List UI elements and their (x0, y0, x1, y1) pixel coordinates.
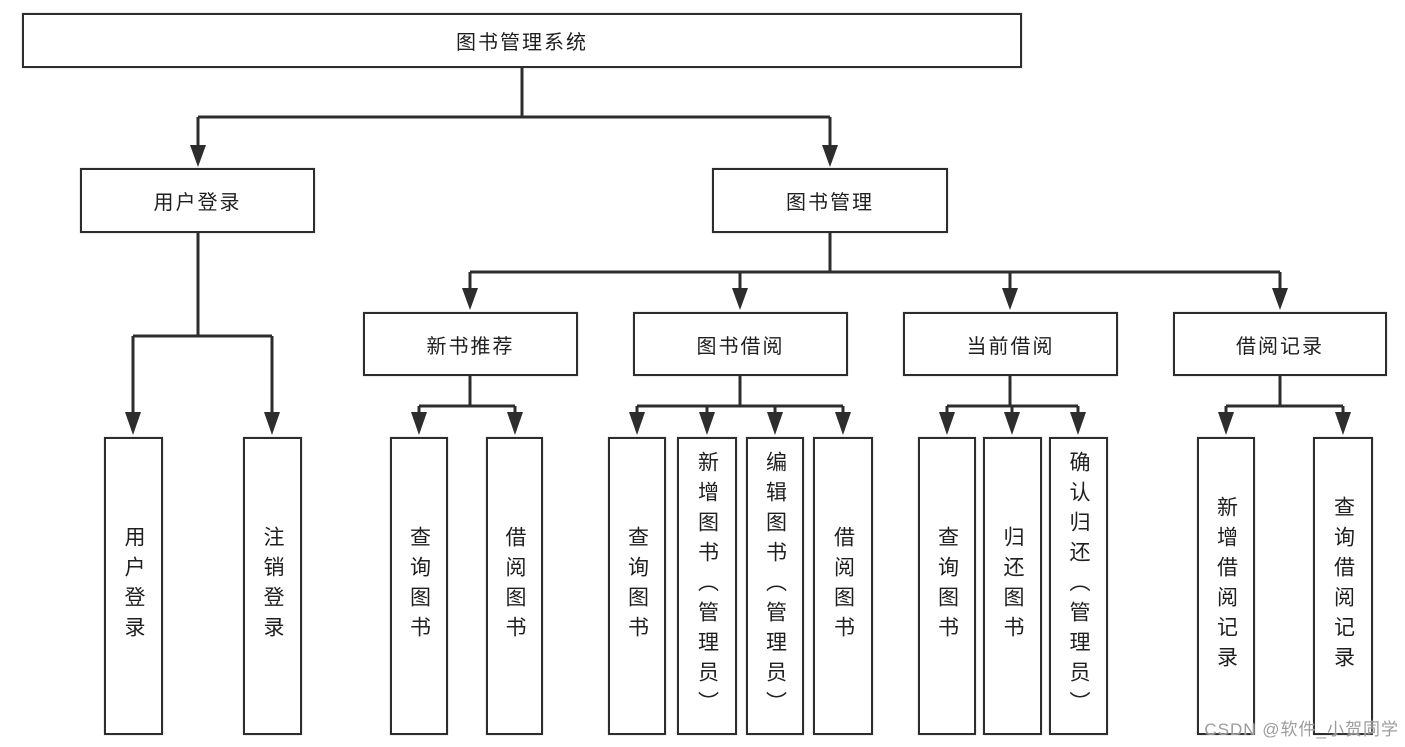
node-leaf-borrow-books: 借阅图书 (813, 437, 873, 735)
node-label: 新增图书（管理员） (695, 451, 719, 721)
node-label: 图书管理系统 (456, 32, 588, 54)
node-leaf-query-books-borrowing: 查询图书 (608, 437, 666, 735)
node-leaf-add-borrow-record: 新增借阅记录 (1197, 437, 1255, 735)
node-leaf-add-book-admin: 新增图书（管理员） (677, 437, 737, 735)
node-label: 注销登录 (261, 526, 284, 646)
node-user-login: 用户登录 (80, 168, 315, 233)
node-label: 图书管理 (786, 192, 874, 214)
node-label: 编辑图书（管理员） (763, 451, 787, 721)
node-leaf-query-borrow-record: 查询借阅记录 (1313, 437, 1373, 735)
node-leaf-borrow-books-recommend: 借阅图书 (486, 437, 543, 735)
node-leaf-return-books: 归还图书 (983, 437, 1042, 735)
node-label: 确认归还（管理员） (1067, 451, 1090, 721)
node-label: 查询图书 (625, 526, 649, 646)
node-label: 查询借阅记录 (1331, 496, 1355, 676)
node-borrowing-records: 借阅记录 (1173, 312, 1387, 376)
node-label: 用户登录 (122, 526, 145, 646)
node-label: 新书推荐 (426, 335, 515, 358)
node-label: 借阅图书 (503, 526, 526, 646)
node-book-management: 图书管理 (712, 168, 948, 233)
csdn-watermark: CSDN @软件_小贺同学 (1204, 720, 1399, 739)
node-leaf-logout: 注销登录 (243, 437, 302, 735)
node-leaf-edit-book-admin: 编辑图书（管理员） (746, 437, 804, 735)
node-label: 图书借阅 (696, 335, 785, 358)
node-new-book-recommendation: 新书推荐 (363, 312, 578, 376)
node-label: 当前借阅 (966, 335, 1055, 358)
node-book-borrowing: 图书借阅 (633, 312, 848, 376)
node-label: 新增借阅记录 (1214, 496, 1238, 676)
node-leaf-query-books-current: 查询图书 (918, 437, 976, 735)
node-label: 借阅图书 (831, 526, 855, 646)
node-label: 用户登录 (153, 192, 242, 214)
node-label: 借阅记录 (1236, 335, 1324, 358)
node-label: 查询图书 (935, 526, 959, 646)
node-leaf-user-login: 用户登录 (104, 437, 163, 735)
node-leaf-confirm-return-admin: 确认归还（管理员） (1049, 437, 1108, 735)
node-label: 归还图书 (1001, 526, 1024, 646)
node-current-borrowing: 当前借阅 (903, 312, 1118, 376)
node-label: 查询图书 (407, 526, 431, 646)
node-leaf-query-books-recommend: 查询图书 (390, 437, 448, 735)
node-library-management-system: 图书管理系统 (22, 13, 1022, 68)
arrowheads (125, 145, 1351, 435)
